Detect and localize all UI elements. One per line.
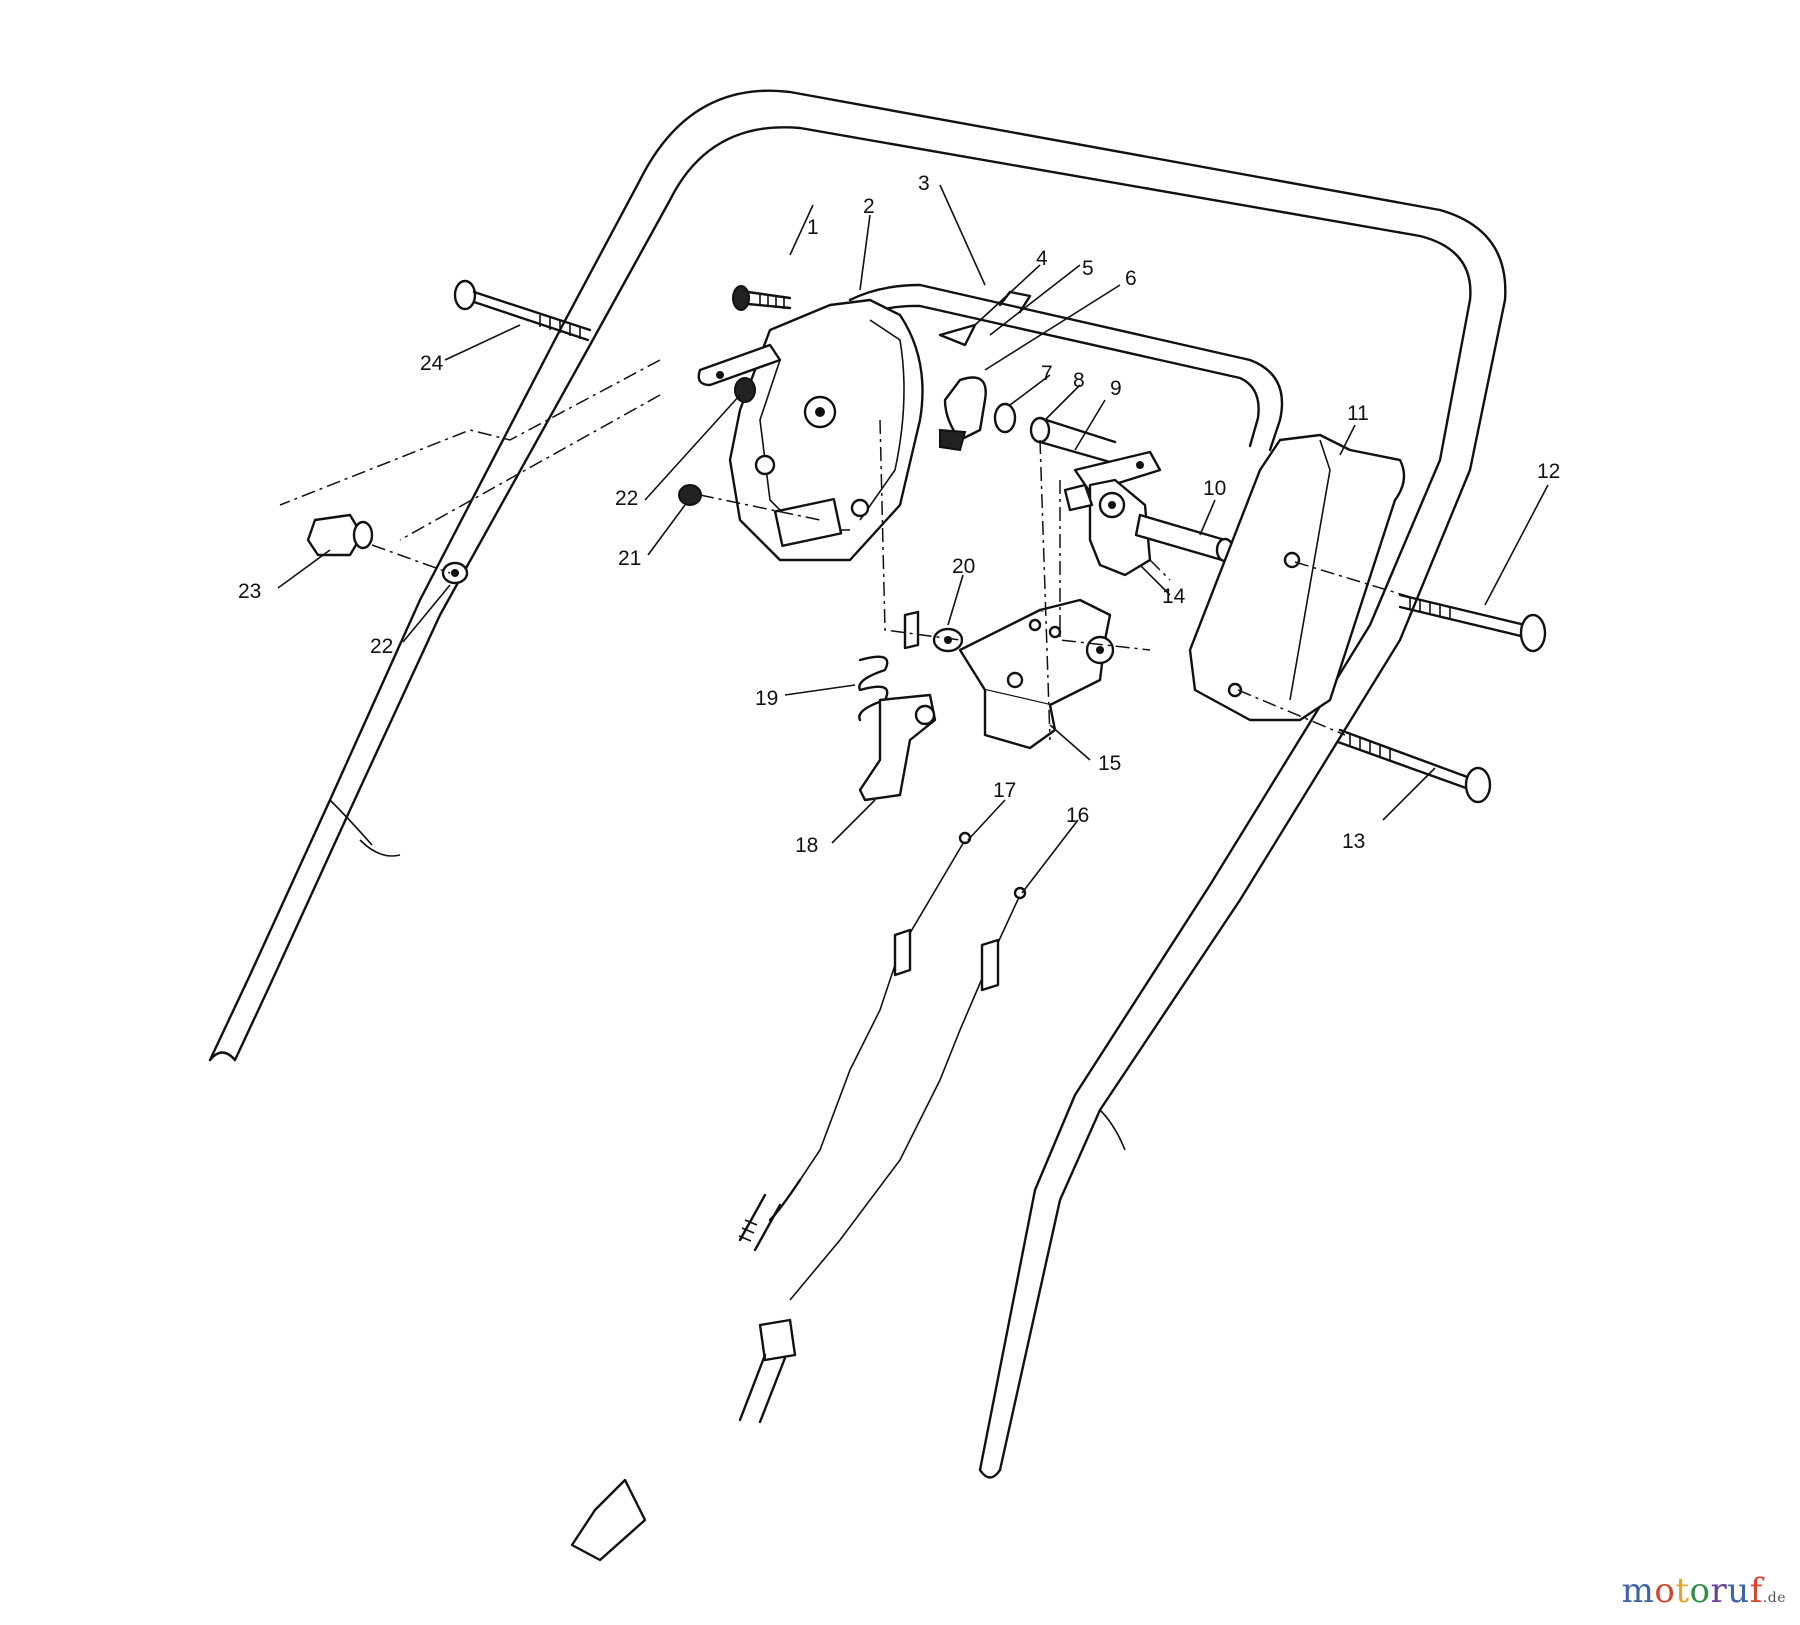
label-part-8: 8 [1073, 369, 1085, 392]
label-part-12: 12 [1537, 460, 1560, 483]
part-11-cover [1188, 433, 1406, 722]
label-part-23: 23 [238, 580, 261, 603]
control-housing [697, 298, 924, 562]
handle-frame [208, 89, 1507, 1479]
part-17-cable [738, 831, 972, 1252]
part-4-5-6-clips [938, 323, 987, 452]
label-part-5: 5 [1082, 257, 1094, 280]
part-24-bolt [453, 279, 592, 342]
part-20-washer [932, 627, 964, 653]
part-18-lever [858, 693, 937, 802]
label-part-22-upper: 22 [615, 487, 638, 510]
part-23-bushing [306, 513, 374, 557]
label-part-13: 13 [1342, 830, 1365, 853]
watermark-logo: motoruf.de [1622, 1571, 1786, 1611]
watermark-text: motoruf [1621, 1571, 1763, 1611]
label-part-2: 2 [863, 195, 875, 218]
label-part-20: 20 [952, 555, 975, 578]
label-part-19: 19 [755, 687, 778, 710]
part-19-spring [858, 610, 920, 722]
part-labels: 1 2 3 4 5 6 7 8 9 10 11 12 13 14 15 16 1… [238, 172, 1560, 857]
part-16-cable [570, 886, 1027, 1562]
label-part-15: 15 [1098, 752, 1121, 775]
part-7-8-9-shaft [993, 402, 1162, 494]
label-part-1: 1 [807, 216, 819, 239]
label-part-24: 24 [420, 352, 444, 375]
part-1-bolt [732, 285, 792, 311]
alignment-lines [279, 359, 1421, 741]
leader-lines [277, 184, 1549, 894]
part-13-bolt [1336, 728, 1492, 804]
label-part-6: 6 [1125, 267, 1137, 290]
part-15-bracket [958, 598, 1115, 750]
label-part-3: 3 [918, 172, 930, 195]
label-part-7: 7 [1041, 362, 1053, 385]
label-part-17: 17 [993, 779, 1016, 802]
part-21-nut [678, 484, 702, 506]
label-part-10: 10 [1203, 477, 1226, 500]
part-14-cam [1063, 478, 1152, 577]
label-part-14: 14 [1162, 585, 1186, 608]
label-part-11: 11 [1347, 402, 1369, 425]
part-12-bolt [1398, 593, 1547, 653]
label-part-22-lower: 22 [370, 635, 393, 658]
label-part-4: 4 [1036, 247, 1048, 270]
label-part-9: 9 [1110, 377, 1122, 400]
label-part-21: 21 [618, 547, 641, 570]
label-part-18: 18 [795, 834, 818, 857]
label-part-16: 16 [1066, 804, 1089, 827]
part-22-spacer-lower [441, 561, 469, 585]
watermark-tld: .de [1762, 1590, 1786, 1606]
